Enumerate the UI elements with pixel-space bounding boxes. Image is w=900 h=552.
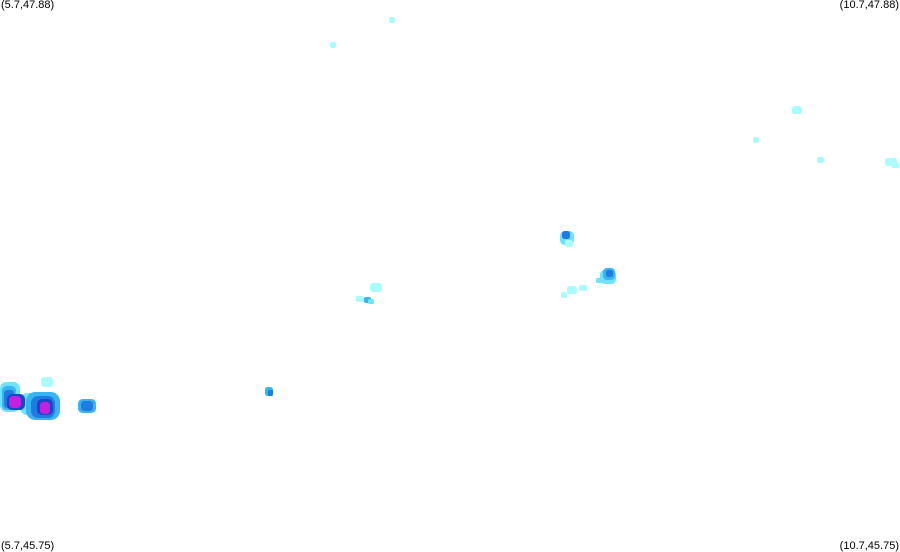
echo-cell-13 [596, 278, 602, 283]
corner-label-top-right: (10.7,47.88) [839, 0, 899, 11]
corner-label-top-left: (5.7,47.88) [1, 0, 55, 11]
echo-cell-9 [565, 240, 573, 247]
corner-label-bottom-right: (10.7,45.75) [839, 540, 899, 552]
echo-cell-2 [792, 106, 802, 114]
echo-cell-8 [562, 231, 570, 239]
echo-cell-4 [817, 157, 824, 163]
echo-cell-6 [892, 163, 899, 168]
echo-cell-0 [389, 17, 395, 23]
precipitation-cells [0, 17, 899, 420]
echo-cell-33 [9, 396, 21, 408]
echo-cell-1 [330, 42, 336, 48]
echo-cell-20 [368, 299, 374, 304]
echo-cell-14 [567, 286, 577, 294]
echo-cell-3 [753, 137, 759, 143]
echo-cell-17 [370, 283, 382, 292]
echo-cell-35 [81, 401, 93, 411]
corner-label-bottom-left: (5.7,45.75) [1, 540, 55, 552]
echo-cell-15 [579, 285, 587, 291]
echo-cell-26 [41, 377, 53, 387]
echo-cell-18 [356, 296, 364, 302]
echo-cell-12 [606, 270, 613, 277]
echo-cell-31 [40, 402, 50, 414]
echo-cell-16 [561, 292, 567, 298]
echo-cell-22 [268, 390, 273, 396]
